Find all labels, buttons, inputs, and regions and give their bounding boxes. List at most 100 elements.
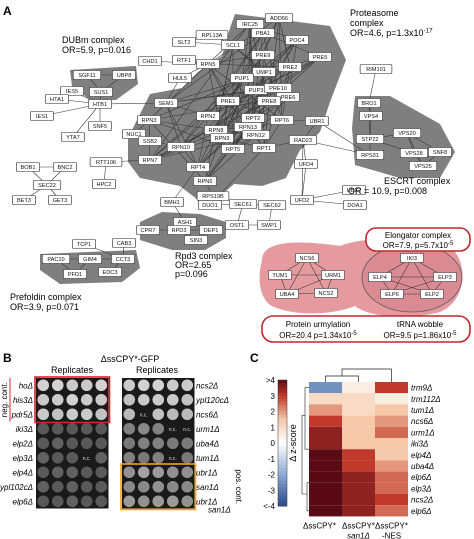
heat-cell-3-2 xyxy=(375,415,408,427)
svg-text:BRO1: BRO1 xyxy=(361,101,376,107)
colorbar-segment xyxy=(278,471,287,475)
heat-cell-9-2 xyxy=(375,482,408,494)
node-rpt5: RPT5 xyxy=(221,144,245,154)
node-rpl13a: RPL13A xyxy=(195,30,229,40)
spot-assay-title: ΔssCPY*-GFP xyxy=(101,354,160,364)
node-rad23: RAD23 xyxy=(288,135,318,145)
svg-text:ELP2: ELP2 xyxy=(425,292,439,298)
node-sin3: SIN3 xyxy=(184,235,208,245)
svg-text:SLT2: SLT2 xyxy=(178,40,191,46)
edge-rad23-ufd2 xyxy=(301,139,304,201)
spot-nc-right-5-3: n.c. xyxy=(169,456,177,462)
svg-text:POC4: POC4 xyxy=(289,38,304,44)
svg-text:UBX2: UBX2 xyxy=(347,188,362,194)
edge-rim101-bro1 xyxy=(368,68,377,104)
spot-right-3-0 xyxy=(123,422,136,435)
node-sec62: SEC62 xyxy=(257,200,287,210)
spot-left-3-1 xyxy=(51,422,64,435)
edge-bro1-stp22 xyxy=(368,102,371,140)
svg-text:HTA1: HTA1 xyxy=(50,97,64,103)
spot-right-6-2 xyxy=(152,466,165,479)
node-duo1: DUO1 xyxy=(198,200,222,210)
replicates-left-label: Replicates xyxy=(51,365,94,375)
colorbar-segment xyxy=(278,389,287,394)
node-sec61: SEC61 xyxy=(228,199,258,209)
heat-row-label-9: elp3Δ xyxy=(411,484,432,493)
node-bro1: BRO1 xyxy=(357,98,381,108)
svg-text:URM1: URM1 xyxy=(325,273,341,279)
panel-a-network: IRC25ADD66PBA1POC4SLT2RPL13ASCL1RTF1PRE9… xyxy=(3,4,471,343)
heat-cell-8-1 xyxy=(342,471,375,483)
edge-iki3-elp6 xyxy=(391,257,413,295)
svg-text:UBA4: UBA4 xyxy=(280,292,295,298)
spot-right-7-3 xyxy=(166,480,179,493)
svg-text:RPN8: RPN8 xyxy=(209,128,224,134)
heat-cell-4-1 xyxy=(342,426,375,438)
node-ufd2: UFD2 xyxy=(290,195,314,205)
heat-cell-2-0 xyxy=(309,404,342,416)
spot-row-label-right-2: ncs6Δ xyxy=(196,410,218,419)
node-vps25: VPS25 xyxy=(408,161,438,171)
spot-left-8-2 xyxy=(66,495,79,508)
rpd3-complex-or: OR=2.65 xyxy=(175,260,211,270)
node-edc3: EDC3 xyxy=(98,267,122,277)
spot-right-5-0 xyxy=(123,451,136,464)
svg-text:RPL13A: RPL13A xyxy=(202,33,223,39)
node-ubr1: UBR1 xyxy=(305,116,329,126)
heat-cell-2-1 xyxy=(342,404,375,416)
svg-text:HPC2: HPC2 xyxy=(97,182,112,188)
spot-right-4-1 xyxy=(137,437,150,450)
svg-text:RPN7: RPN7 xyxy=(143,158,158,164)
spot-right-4-4 xyxy=(181,437,194,450)
spot-left-1-1 xyxy=(51,393,64,406)
edge-rpn12-rpn6 xyxy=(204,134,257,182)
node-stp22: STP22 xyxy=(355,134,385,144)
spot-left-2-4 xyxy=(95,408,108,421)
node-urm1: URM1 xyxy=(321,270,345,280)
spot-row-label-left-3: iki3Δ xyxy=(16,425,33,434)
spot-left-4-1 xyxy=(51,437,64,450)
node-pre5: PRE5 xyxy=(308,52,332,62)
edge-rpt5-pup1 xyxy=(232,77,243,150)
heat-cell-6-1 xyxy=(342,449,375,461)
node-rpt2: RPT2 xyxy=(241,113,265,123)
svg-text:GIM4: GIM4 xyxy=(83,257,97,263)
spot-left-2-1 xyxy=(51,408,64,421)
colorbar-segment xyxy=(278,427,287,431)
spot-row-label-right-1: ypl120cΔ xyxy=(195,396,229,405)
spot-left-0-1 xyxy=(51,379,64,392)
svg-text:RPN12: RPN12 xyxy=(247,133,265,139)
svg-text:RPN2: RPN2 xyxy=(201,114,216,120)
panel-label-a: A xyxy=(3,4,12,18)
node-rpn10: RPN10 xyxy=(166,142,196,152)
node-elp2: ELP2 xyxy=(420,289,444,299)
spot-right-7-2 xyxy=(152,480,165,493)
node-gim4: GIM4 xyxy=(78,254,102,264)
heat-cell-9-1 xyxy=(342,482,375,494)
node-rpd3: RPD3 xyxy=(167,225,191,235)
spot-right-5-4 xyxy=(181,451,194,464)
spot-left-6-1 xyxy=(51,466,64,479)
spot-nc-right-3-4: n.c. xyxy=(183,427,191,433)
spot-left-1-4 xyxy=(95,393,108,406)
heat-cell-7-1 xyxy=(342,460,375,472)
node-pre1: PRE1 xyxy=(216,96,240,106)
node-vps20: VPS20 xyxy=(392,128,422,138)
node-rpn12: RPN12 xyxy=(241,130,271,140)
spot-right-2-4 xyxy=(181,408,194,421)
svg-text:VPS4: VPS4 xyxy=(364,114,378,120)
colorbar-segment xyxy=(278,405,287,409)
spot-right-3-2 xyxy=(152,422,165,435)
node-ies5: IES5 xyxy=(60,86,84,96)
edge-rpt4-bmh1 xyxy=(171,166,199,203)
spot-right-1-3 xyxy=(166,393,179,406)
node-vps28: VPS28 xyxy=(399,148,429,158)
svg-text:SIN3: SIN3 xyxy=(190,238,202,244)
heat-row-label-10: ncs2Δ xyxy=(411,496,433,505)
svg-text:RPD3: RPD3 xyxy=(172,228,187,234)
node-yta7: YTA7 xyxy=(61,132,85,142)
svg-text:RPN13: RPN13 xyxy=(239,125,257,131)
edge-rpn3-rpt5 xyxy=(148,119,234,150)
svg-text:NUC1: NUC1 xyxy=(126,132,141,138)
heat-cell-4-2 xyxy=(375,426,408,438)
